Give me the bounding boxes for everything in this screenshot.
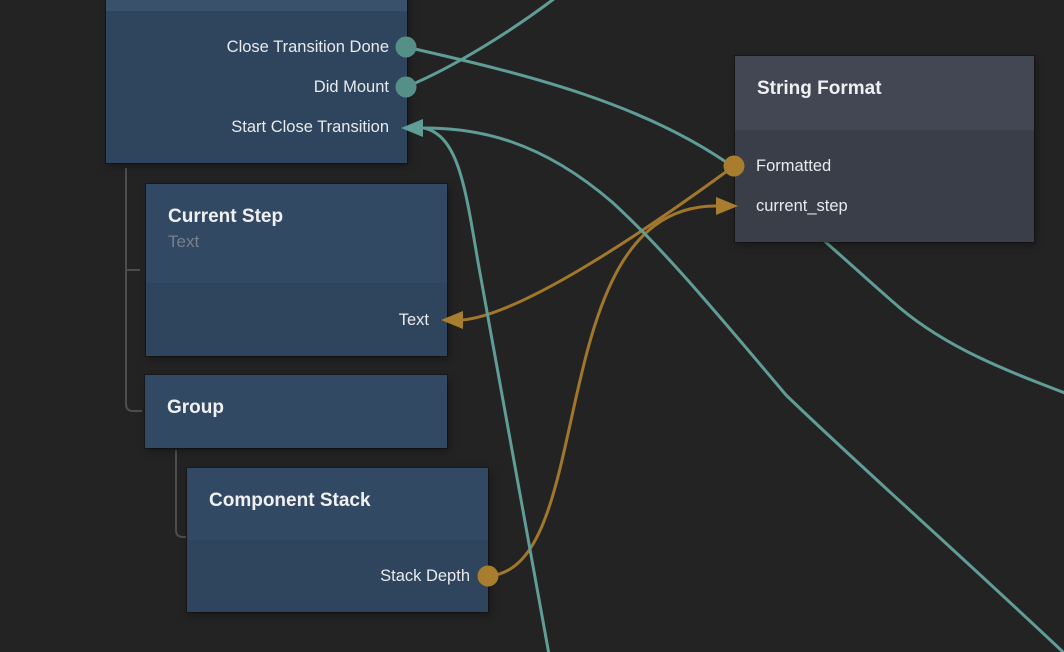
group-node-title: Group — [167, 397, 224, 418]
row-close-transition-done: Close Transition Done — [226, 38, 389, 56]
string-format-node-header[interactable]: String Format — [735, 56, 1034, 130]
row-current-step: current_step — [756, 197, 848, 215]
string-format-node-title: String Format — [757, 78, 882, 99]
current-step-node-subtitle: Text — [168, 232, 200, 251]
row-formatted: Formatted — [756, 157, 832, 175]
tree-line-root-children — [125, 168, 142, 412]
wire-stack-depth-to-current-step[interactable] — [486, 204, 718, 578]
component-stack-node-header[interactable]: Component Stack — [187, 468, 488, 540]
state-node-header[interactable] — [106, 0, 407, 11]
wire-did-mount[interactable] — [404, 0, 568, 89]
group-node-header[interactable]: Group — [145, 375, 447, 448]
row-start-close-transition: Start Close Transition — [231, 118, 389, 136]
current-step-node-title: Current Step — [168, 206, 284, 227]
tree-line-group-children — [175, 450, 186, 538]
component-stack-node-title: Component Stack — [209, 490, 371, 511]
wire-start-close-transition-b[interactable] — [422, 126, 551, 652]
row-text: Text — [398, 311, 429, 329]
group-node[interactable]: Group — [145, 375, 447, 448]
wire-start-close-transition-a[interactable] — [422, 126, 1064, 652]
row-stack-depth: Stack Depth — [380, 567, 470, 585]
row-did-mount: Did Mount — [313, 78, 389, 96]
